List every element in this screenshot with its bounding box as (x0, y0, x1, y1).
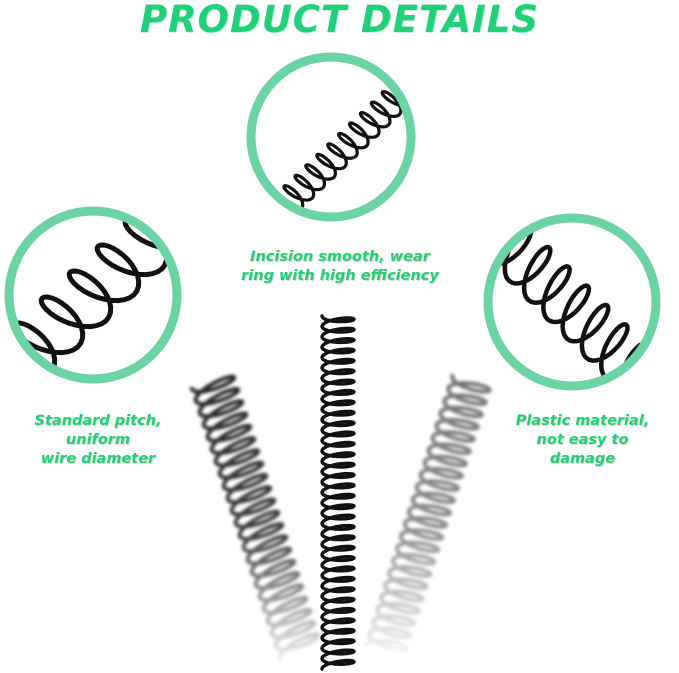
caption-left-line-2: uniform (65, 432, 131, 448)
detail-circle-top (246, 52, 416, 222)
caption-top-line-2: ring with high efficiency (241, 268, 439, 284)
caption-right-line-1: Plastic material, (515, 413, 650, 429)
caption-left-line-3: wire diameter (40, 451, 156, 467)
spring-right (363, 373, 492, 652)
caption-right-line-2: not easy to (536, 432, 629, 448)
spring-material-icon (488, 225, 649, 386)
spring-left (189, 374, 321, 661)
caption-top: Incision smooth, wear ring with high eff… (200, 248, 480, 286)
detail-circle-left (4, 206, 182, 384)
caption-left: Standard pitch, uniform wire diameter (8, 412, 188, 469)
caption-left-line-1: Standard pitch, (34, 413, 162, 429)
spring-closeup-icon (282, 79, 411, 211)
page-title: PRODUCT DETAILS (139, 0, 540, 41)
detail-circle-right (483, 213, 661, 391)
caption-top-line-1: Incision smooth, wear (250, 249, 430, 265)
spring-center (320, 314, 356, 671)
caption-right-line-3: damage (549, 451, 616, 467)
caption-right: Plastic material, not easy to damage (490, 412, 675, 469)
